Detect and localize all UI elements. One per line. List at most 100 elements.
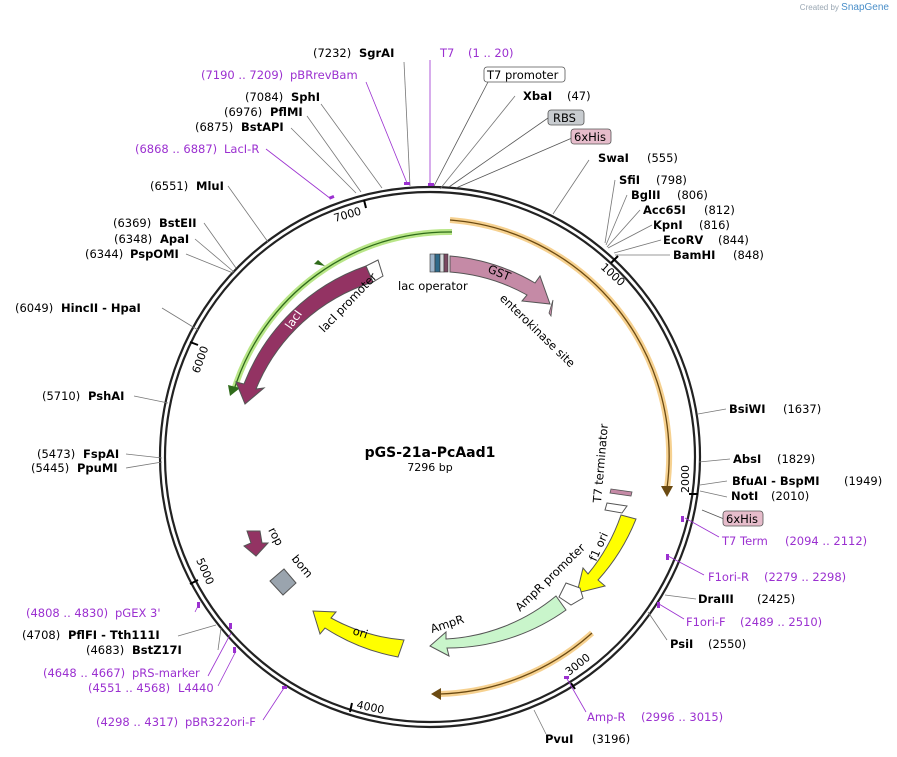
- enzyme-pos-fspai: (5473): [37, 447, 75, 461]
- his-tag-box-top-label: 6xHis: [574, 130, 606, 144]
- orf-ampr-line: [439, 632, 593, 695]
- t7-terminator-feature: [604, 502, 628, 514]
- bom-feature: [269, 568, 297, 596]
- enzyme-pos-pflmi: (6976): [224, 105, 262, 119]
- enzyme-name-noti: NotI: [731, 489, 758, 503]
- snapgene-logo-text: SnapGene: [841, 2, 889, 13]
- enzyme-pos-ecorv: (844): [718, 233, 749, 247]
- tick-label-7000: 7000: [332, 205, 362, 225]
- enzyme-name-bstz17i: BstZ17I: [132, 643, 182, 657]
- his-tag-box-bottom-label: 6xHis: [726, 512, 758, 526]
- orf-ampr-arrowhead: [431, 688, 441, 700]
- enzyme-pos-kpni: (816): [699, 218, 730, 232]
- enzyme-pos-apai: (6348): [114, 232, 152, 246]
- primer-range-pbr322ori-f: (4298 .. 4317): [96, 715, 178, 729]
- plasmid-length: 7296 bp: [407, 461, 452, 474]
- enzyme-name-bstapi: BstAPI: [241, 120, 284, 134]
- enzyme-name-mlui: MluI: [196, 179, 224, 193]
- enzyme-pos-bsteii: (6369): [113, 216, 151, 230]
- enzyme-name-pshai: PshAI: [88, 389, 124, 403]
- rop-feature: [243, 530, 270, 557]
- primer-range-t7: (1 .. 20): [468, 46, 514, 60]
- gst-feature: [449, 255, 551, 305]
- enzyme-pos-draiii: (2425): [757, 592, 795, 606]
- boxed-feature-leaders: [433, 81, 725, 520]
- enzyme-pos-mlui: (6551): [150, 179, 188, 193]
- enzyme-pos-psii: (2550): [708, 637, 746, 651]
- enzyme-pos-sfii: (798): [656, 173, 687, 187]
- enzyme-name-ppumi: PpuMI: [77, 461, 118, 475]
- enzyme-name-sphi: SphI: [291, 90, 320, 104]
- laci-feature: [235, 265, 374, 405]
- enzyme-name-pspomi: PspOMI: [130, 247, 179, 261]
- bom-label: bom: [289, 552, 316, 581]
- primer-name-f1ori-f: F1ori-F: [686, 615, 726, 629]
- tick-label-2000: 2000: [679, 465, 692, 493]
- enzyme-name-bamhi: BamHI: [673, 248, 715, 262]
- enzyme-pos-bstapi: (6875): [195, 120, 233, 134]
- enzyme-pos-xbai: (47): [567, 89, 591, 103]
- primer-name-laci-r: LacI-R: [224, 142, 259, 156]
- primer-range-f1ori-f: (2489 .. 2510): [740, 615, 822, 629]
- enzyme-pos-ppumi: (5445): [31, 461, 69, 475]
- ori-feature: [312, 610, 405, 658]
- f1-ori-feature: [576, 514, 637, 594]
- enzyme-pos-absi: (1829): [777, 452, 815, 466]
- snapgene-credit: Created by SnapGene: [800, 2, 889, 13]
- orf-gst-line: [449, 219, 670, 489]
- backbone-inner: [163, 190, 697, 724]
- primer-range-amp-r: (2996 .. 3015): [641, 710, 723, 724]
- enzyme-pos-bsiwi: (1637): [783, 402, 821, 416]
- primer-range-l4440: (4551 .. 4568): [88, 681, 170, 695]
- rop-label: rop: [265, 525, 286, 548]
- primer-range-prs-marker: (4648 .. 4667): [43, 666, 125, 680]
- tick-label-4000: 4000: [355, 698, 385, 717]
- enzyme-name-swai: SwaI: [598, 151, 629, 165]
- primer-name-t7: T7: [439, 46, 454, 60]
- ori-label: ori: [351, 624, 370, 642]
- enzyme-name-xbai: XbaI: [523, 89, 552, 103]
- enzyme-name-sgrai: SgrAI: [359, 46, 394, 60]
- primer-name-prs-marker: pRS-marker: [132, 666, 200, 680]
- enzyme-name-pvui: PvuI: [545, 732, 573, 746]
- enzyme-name-sfii: SfiI: [619, 173, 640, 187]
- t7-tag-feature: [609, 488, 633, 497]
- enzyme-pos-sgrai: (7232): [313, 46, 351, 60]
- enzyme-name-bsteii: BstEII: [159, 216, 197, 230]
- enzyme-pos-swai: (555): [647, 151, 678, 165]
- credit-prefix: Created by: [799, 3, 839, 12]
- t7-terminator-label: T7 terminator: [590, 423, 611, 504]
- ampr-label: AmpR: [429, 612, 466, 636]
- enzyme-pos-pvui: (3196): [592, 732, 630, 746]
- enzyme-pos-pshai: (5710): [42, 389, 80, 403]
- primer-name-t7-term: T7 Term: [721, 534, 768, 548]
- primer-range-t7-term: (2094 .. 2112): [785, 534, 867, 548]
- primer-name-amp-r: Amp-R: [587, 710, 626, 724]
- primer-range-f1ori-r: (2279 .. 2298): [764, 570, 846, 584]
- lac-operator-label: lac operator: [398, 279, 468, 293]
- enzyme-leader-lines: [125, 61, 731, 735]
- enzyme-name-draiii: DraIII: [698, 592, 734, 606]
- enterokinase-site-feature: [548, 299, 554, 318]
- primer-range-laci-r: (6868 .. 6887): [135, 142, 217, 156]
- enzyme-name-bfuai: BfuAI - BspMI: [732, 474, 819, 488]
- primer-name-pgex3: pGEX 3': [115, 606, 161, 620]
- enzyme-name-acc65i: Acc65I: [643, 203, 686, 217]
- tick-label-1000: 1000: [598, 261, 628, 289]
- t7-promoter-box: [483, 66, 566, 83]
- ampr-promoter-feature: [558, 582, 584, 606]
- primer-leader-lines: [194, 60, 720, 721]
- primer-name-pbr322ori-f: pBR322ori-F: [185, 715, 256, 729]
- his-tag-box-bottom: [722, 510, 764, 527]
- enzyme-pos-bamhi: (848): [733, 248, 764, 262]
- orf-laci-mid-arrow: [314, 260, 325, 266]
- enzyme-name-hincii: HincII - HpaI: [61, 301, 141, 315]
- enzyme-name-kpni: KpnI: [653, 218, 683, 232]
- enzyme-name-psii: PsiI: [670, 637, 693, 651]
- primer-name-f1ori-r: F1ori-R: [708, 570, 749, 584]
- enzyme-name-pflmi: PflMI: [270, 105, 303, 119]
- primer-name-l4440: L4440: [178, 681, 214, 695]
- enzyme-pos-noti: (2010): [771, 489, 809, 503]
- ampr-feature: [429, 595, 567, 657]
